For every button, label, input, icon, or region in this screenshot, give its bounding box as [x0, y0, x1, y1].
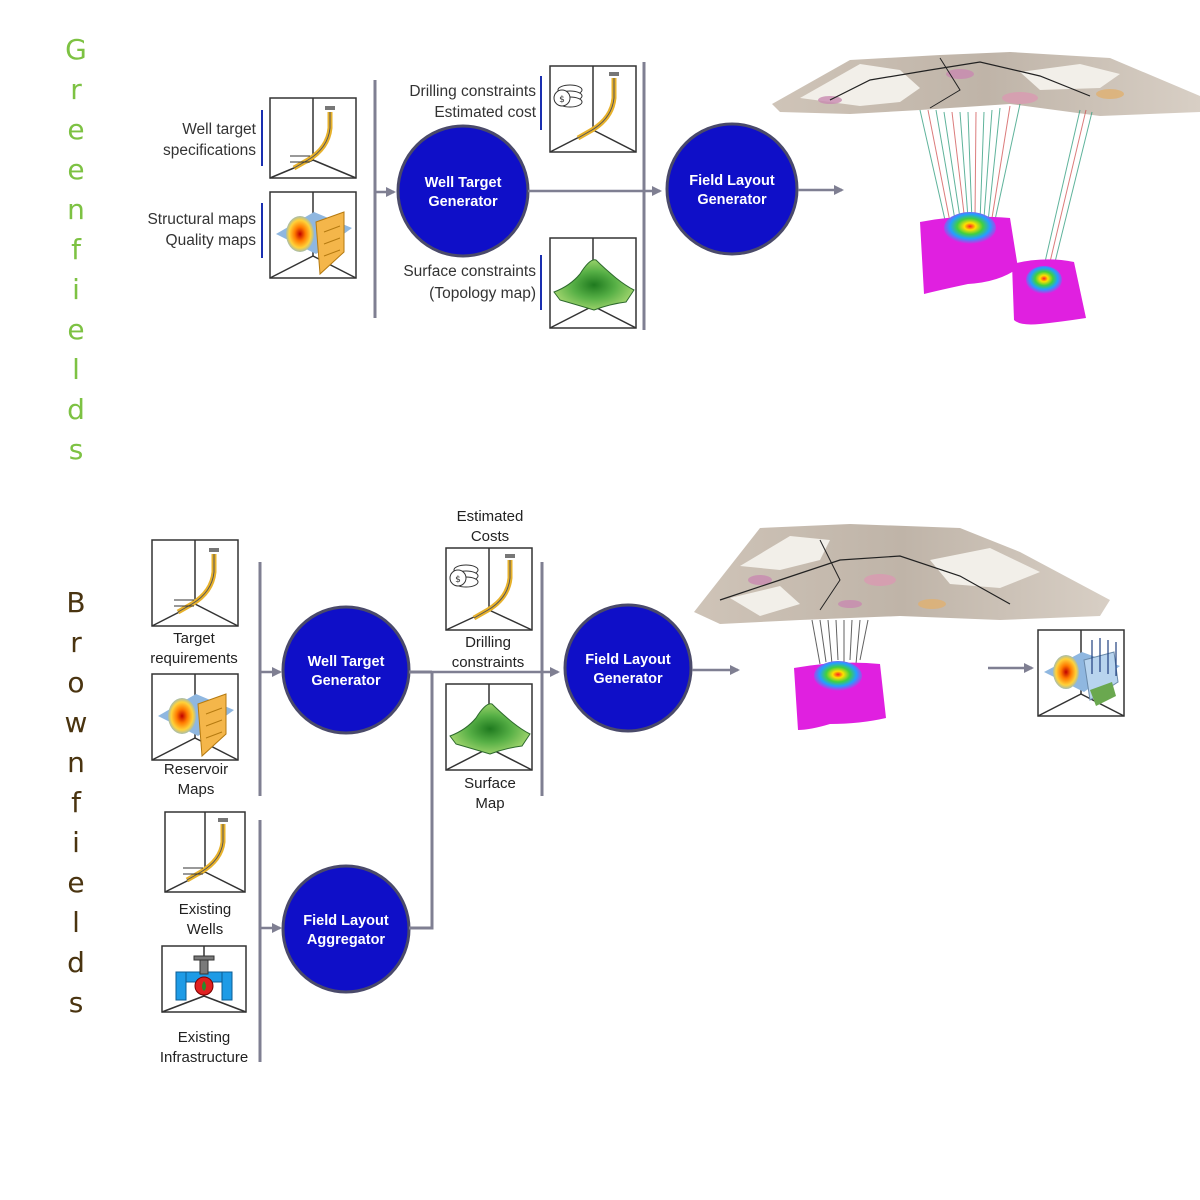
- maps-label: Maps: [178, 781, 215, 798]
- greenfield-3d-layout-image: [772, 52, 1200, 325]
- field-layout-aggregator-label-line2: Aggregator: [307, 932, 386, 948]
- existing-infrastructure-label-line1: Existing: [178, 1029, 231, 1046]
- surface-label: Surface: [464, 775, 516, 792]
- reservoir-maps-cube-icon: [151, 673, 239, 761]
- brownfields-title: B r o w n f i e l d s: [64, 586, 88, 1019]
- brownfield-3d-layout-image: [694, 524, 1110, 730]
- field-layout-aggregator-node[interactable]: Field Layout Aggregator: [281, 864, 411, 994]
- field-layout-aggregator-label-line1: Field Layout: [303, 913, 389, 929]
- field-layout-generator-label-line2: Generator: [697, 192, 767, 208]
- svg-text:$: $: [455, 575, 461, 585]
- costs-label: Costs: [471, 528, 509, 545]
- reservoir-map-cube-icon: [269, 191, 357, 279]
- brown-field-layout-generator-label-line2: Generator: [593, 671, 663, 687]
- well-spec-cube-icon: [269, 97, 357, 179]
- brown-field-layout-generator-label-line1: Field Layout: [585, 652, 671, 668]
- target-label: Target: [173, 630, 216, 647]
- final-field-layout-cube-icon: [1037, 629, 1125, 717]
- quality-maps-label: Quality maps: [166, 232, 257, 249]
- surface-map-cube-icon: [445, 683, 533, 771]
- drilling-constraints-label: Drilling constraints: [409, 83, 536, 100]
- estimated-cost-label: Estimated cost: [434, 104, 536, 121]
- surface-constraints-label: Surface constraints: [403, 263, 536, 280]
- well-target-generator-label-line1: Well Target: [425, 175, 502, 191]
- target-requirements-cube-icon: [151, 539, 239, 627]
- brown-field-layout-generator-node[interactable]: Field Layout Generator: [563, 603, 693, 733]
- field-layout-generator-label-line1: Field Layout: [689, 173, 775, 189]
- existing-wells-label-line2: Wells: [187, 921, 223, 938]
- existing-wells-cube-icon: [164, 811, 246, 893]
- reservoir-label: Reservoir: [164, 761, 228, 778]
- greenfields-title: G r e e n f i e l d s: [65, 33, 87, 466]
- terrain-cube-icon: [549, 237, 637, 329]
- drilling-label: Drilling: [465, 634, 511, 651]
- aggregator-connector: [409, 672, 434, 930]
- existing-infrastructure-cube-icon: [161, 945, 247, 1013]
- topology-map-label: (Topology map): [429, 285, 536, 302]
- well-target-spec-label-line1: Well target: [182, 121, 256, 138]
- existing-wells-label-line1: Existing: [179, 901, 232, 918]
- drilling-cost-cube-icon: $: [445, 547, 533, 631]
- brown-well-target-generator-label-line2: Generator: [311, 673, 381, 689]
- well-target-spec-label-line2: specifications: [163, 142, 256, 159]
- existing-infrastructure-label-line2: Infrastructure: [160, 1049, 248, 1066]
- brownfields-diagram: Target requirements Reservoir Maps: [150, 508, 1125, 1066]
- svg-text:$: $: [559, 95, 565, 105]
- constraints-label: constraints: [452, 654, 525, 671]
- requirements-label: requirements: [150, 650, 238, 667]
- drilling-cost-cube-icon: $: [549, 65, 637, 153]
- well-target-generator-node[interactable]: Well Target Generator: [396, 124, 530, 258]
- field-layout-generator-node[interactable]: Field Layout Generator: [665, 122, 799, 256]
- well-target-generator-label-line2: Generator: [428, 194, 498, 210]
- map-label: Map: [475, 795, 504, 812]
- estimated-label: Estimated: [457, 508, 524, 525]
- greenfields-diagram: Well target specifications Structural ma…: [147, 52, 1200, 330]
- brown-well-target-generator-label-line1: Well Target: [308, 654, 385, 670]
- brown-well-target-generator-node[interactable]: Well Target Generator: [281, 605, 411, 735]
- structural-maps-label: Structural maps: [147, 211, 256, 228]
